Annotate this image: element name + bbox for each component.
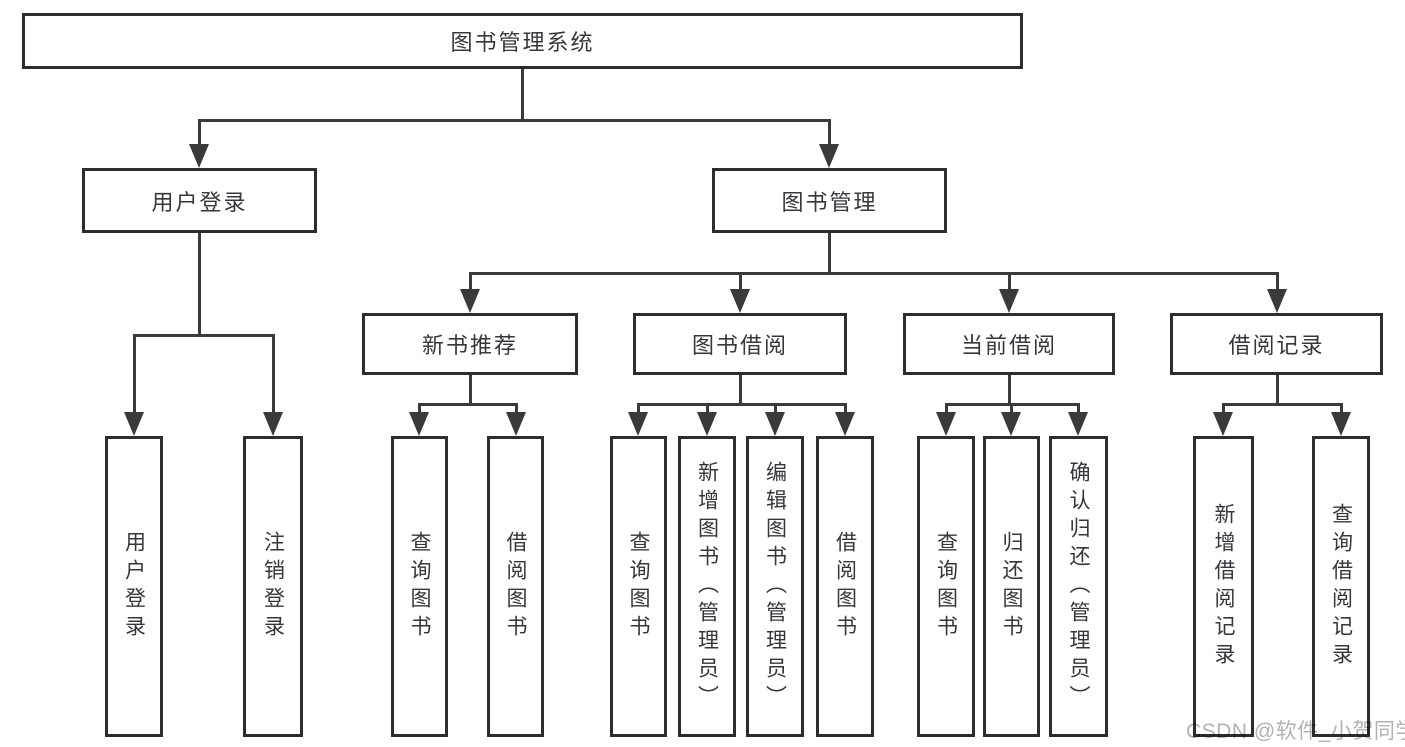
leaf-label: 编辑图书（管理员） (763, 460, 787, 713)
leaf-add-borrow-record: 新增借阅记录 (1193, 436, 1254, 737)
leaf-search-borrow-record: 查询借阅记录 (1312, 436, 1370, 737)
leaf-label: 确认归还（管理员） (1067, 460, 1090, 713)
arrowhead-icon (1267, 289, 1287, 313)
connector-line (827, 120, 831, 148)
leaf-logout: 注销登录 (243, 436, 303, 737)
connector-line (1221, 402, 1343, 406)
arrowhead-icon (999, 289, 1019, 313)
arrowhead-icon (189, 144, 209, 168)
leaf-search-books-recommend: 查询图书 (391, 436, 448, 737)
leaf-edit-books-admin: 编辑图书（管理员） (746, 436, 804, 737)
arrowhead-icon (124, 412, 144, 436)
node-user-login-label: 用户登录 (151, 189, 248, 215)
leaf-borrow-books: 借阅图书 (816, 436, 874, 737)
connector-line (197, 118, 831, 122)
node-new-book-recommend-label: 新书推荐 (421, 333, 518, 358)
node-root: 图书管理系统 (22, 13, 1023, 69)
connector-line (197, 120, 201, 148)
node-new-book-recommend: 新书推荐 (362, 313, 578, 375)
arrowhead-icon (409, 412, 429, 436)
connector-line (514, 404, 518, 416)
node-borrowing-records: 借阅记录 (1170, 313, 1383, 375)
leaf-add-books-admin: 新增图书（管理员） (678, 436, 736, 737)
leaf-label: 查询图书 (627, 530, 650, 643)
arrowhead-icon (506, 412, 526, 436)
leaf-borrow-books-recommend: 借阅图书 (487, 436, 544, 737)
connector-line (1076, 404, 1080, 416)
node-book-management: 图书管理 (712, 168, 947, 233)
arrowhead-icon (263, 412, 283, 436)
leaf-user-login: 用户登录 (105, 436, 163, 737)
leaf-confirm-return-admin: 确认归还（管理员） (1049, 436, 1108, 737)
node-book-borrowing: 图书借阅 (633, 313, 847, 375)
connector-line (417, 404, 421, 416)
leaf-return-books: 归还图书 (983, 436, 1040, 737)
connector-line (520, 69, 524, 120)
node-book-management-label: 图书管理 (781, 189, 878, 215)
leaf-label: 查询图书 (408, 530, 431, 643)
connector-line (132, 333, 275, 337)
connector-line (1009, 404, 1013, 416)
connector-line (944, 404, 948, 416)
arrowhead-icon (1068, 412, 1088, 436)
connector-line (1221, 404, 1225, 416)
leaf-search-books-borrowing: 查询图书 (610, 436, 667, 737)
connector-line (773, 404, 777, 416)
arrowhead-icon (460, 289, 480, 313)
connector-line (468, 375, 472, 404)
connector-line (636, 404, 640, 416)
node-book-borrowing-label: 图书借阅 (691, 333, 788, 358)
arrowhead-icon (628, 412, 648, 436)
connector-line (1275, 273, 1279, 293)
leaf-search-books-current: 查询图书 (917, 436, 975, 737)
leaf-label: 新增图书（管理员） (695, 460, 719, 713)
leaf-label: 借阅图书 (833, 530, 857, 643)
node-borrowing-records-label: 借阅记录 (1228, 333, 1325, 358)
node-root-label: 图书管理系统 (450, 30, 595, 55)
leaf-label: 归还图书 (1000, 530, 1023, 643)
connector-line (1275, 375, 1279, 404)
leaf-label: 用户登录 (122, 530, 146, 643)
connector-line (1007, 273, 1011, 293)
leaf-label: 查询图书 (934, 530, 958, 643)
connector-line (271, 335, 275, 416)
node-user-login: 用户登录 (82, 168, 317, 233)
arrowhead-icon (730, 289, 750, 313)
leaf-label: 新增借阅记录 (1212, 502, 1235, 671)
arrowhead-icon (1001, 412, 1021, 436)
leaf-label: 注销登录 (261, 530, 285, 643)
node-current-borrowing: 当前借阅 (903, 313, 1115, 375)
connector-line (197, 233, 201, 335)
arrowhead-icon (936, 412, 956, 436)
arrowhead-icon (1213, 412, 1233, 436)
watermark-text: CSDN @软件_小贺同学 (1186, 720, 1405, 743)
arrowhead-icon (835, 412, 855, 436)
connector-line (132, 335, 136, 416)
connector-line (417, 402, 518, 406)
connector-line (827, 233, 831, 273)
node-current-borrowing-label: 当前借阅 (960, 333, 1057, 358)
arrowhead-icon (765, 412, 785, 436)
arrowhead-icon (819, 144, 839, 168)
connector-line (468, 273, 472, 293)
arrowhead-icon (697, 412, 717, 436)
connector-line (636, 402, 847, 406)
arrowhead-icon (1331, 412, 1351, 436)
connector-line (705, 404, 709, 416)
connector-line (843, 404, 847, 416)
connector-line (468, 271, 1279, 275)
connector-line (1007, 375, 1011, 404)
connector-line (738, 375, 742, 404)
connector-line (1339, 404, 1343, 416)
connector-line (738, 273, 742, 293)
leaf-label: 借阅图书 (504, 530, 527, 643)
leaf-label: 查询借阅记录 (1329, 502, 1353, 671)
